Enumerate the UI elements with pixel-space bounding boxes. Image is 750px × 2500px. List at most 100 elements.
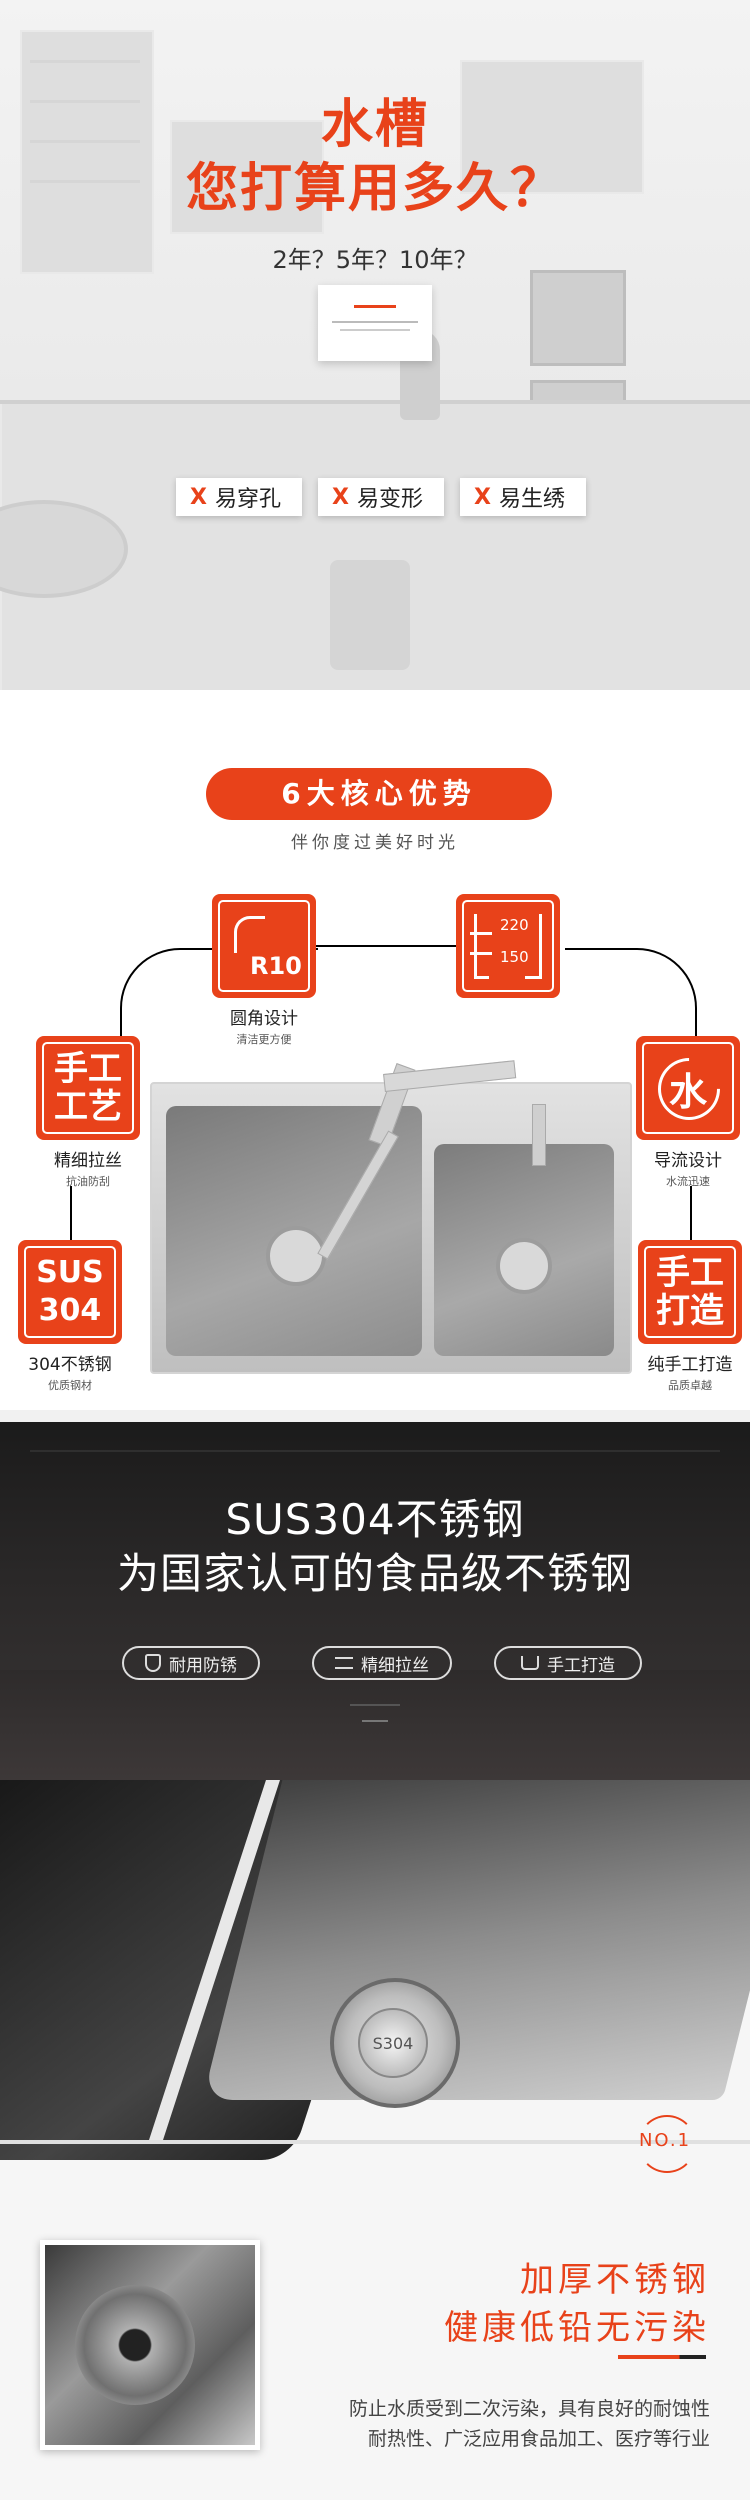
feature-caption: 精细拉丝 抗油防刮 bbox=[8, 1146, 168, 1189]
cross-icon: X bbox=[190, 484, 207, 510]
corner-icon bbox=[234, 916, 265, 953]
feature-subtitle: 清洁更方便 bbox=[236, 1033, 292, 1046]
feature-icon-frame: SUS 304 bbox=[24, 1246, 116, 1338]
advantages-banner: 6大核心优势 bbox=[206, 768, 552, 820]
kitchen-window bbox=[20, 30, 154, 274]
feature-caption: 纯手工打造 品质卓越 bbox=[610, 1350, 750, 1393]
badge-rustproof: 耐用防锈 bbox=[122, 1646, 260, 1680]
hero-section: 水槽 您打算用多久？ 2年？5年？10年？ X 易穿孔 X 易变形 X 易生绣 bbox=[0, 0, 750, 690]
cross-icon: X bbox=[332, 484, 349, 510]
handcraft-label: 手工 工艺 bbox=[54, 1049, 122, 1127]
feature-icon-frame: 220 150 bbox=[462, 900, 554, 992]
material-title-2: 为国家认可的食品级不锈钢 bbox=[116, 1549, 633, 1598]
depth-gauge-icon bbox=[474, 914, 489, 979]
sus304-label: SUS 304 bbox=[36, 1255, 104, 1328]
feature-subtitle: 优质钢材 bbox=[48, 1379, 92, 1392]
badge-label: 精细拉丝 bbox=[361, 1655, 429, 1676]
lines-icon bbox=[335, 1657, 353, 1669]
section-gap bbox=[0, 1410, 750, 1422]
vase bbox=[330, 560, 410, 670]
water-label: 水 bbox=[668, 1069, 707, 1114]
feature-icon-frame: 水 bbox=[642, 1042, 734, 1134]
blind-line bbox=[30, 60, 140, 63]
connector-line bbox=[70, 1186, 72, 1246]
con-label: 易变形 bbox=[356, 487, 423, 512]
cabinet-upper bbox=[170, 120, 324, 234]
feature-title: 圆角设计 bbox=[230, 1009, 298, 1029]
con-pill-rust: X 易生绣 bbox=[460, 478, 586, 516]
shield-icon bbox=[145, 1654, 161, 1672]
depth-bottom: 150 bbox=[500, 948, 529, 966]
microwave bbox=[530, 270, 626, 366]
cross-icon: X bbox=[474, 484, 491, 510]
connector-line bbox=[565, 948, 697, 1100]
drain-icon: S304 bbox=[330, 1978, 460, 2108]
feature-caption: 304不锈钢 优质钢材 bbox=[0, 1350, 150, 1393]
feature-subtitle: 品质卓越 bbox=[668, 1379, 712, 1392]
feature-title-2: 健康低铅无污染 bbox=[444, 2308, 710, 2348]
feature-icon-frame: R10 bbox=[218, 900, 310, 992]
gauge-tick bbox=[470, 932, 492, 935]
advantages-subtitle: 伴你度过美好时光 bbox=[291, 833, 459, 853]
card-text-line bbox=[332, 321, 418, 323]
accent-bar bbox=[618, 2355, 706, 2359]
card-text-line bbox=[340, 329, 410, 331]
handmade-label: 手工 打造 bbox=[656, 1253, 724, 1331]
hero-card bbox=[318, 285, 432, 361]
r10-label: R10 bbox=[250, 952, 302, 980]
drain-icon bbox=[266, 1226, 326, 1286]
mini-logo-line bbox=[362, 1720, 388, 1722]
blind-line bbox=[30, 180, 140, 183]
feature-icon-handcraft: 手工 工艺 bbox=[36, 1036, 140, 1140]
cabinet-upper bbox=[460, 60, 644, 194]
badge-brushed: 精细拉丝 bbox=[312, 1646, 452, 1680]
rim-edge bbox=[0, 2140, 750, 2144]
feature-subtitle: 抗油防刮 bbox=[66, 1175, 110, 1188]
feature-title: 导流设计 bbox=[654, 1151, 722, 1171]
basin-icon bbox=[521, 1656, 539, 1670]
material-title-1: SUS304不锈钢 bbox=[225, 1495, 525, 1544]
sink-product-image bbox=[150, 1060, 632, 1374]
feature-icon-frame: 手工 打造 bbox=[644, 1246, 736, 1338]
feature-icon-round-corner: R10 bbox=[212, 894, 316, 998]
hero-subtitle: 2年？5年？10年？ bbox=[272, 246, 478, 274]
feature-title-1: 加厚不锈钢 bbox=[520, 2260, 710, 2300]
basin-wall bbox=[525, 914, 542, 979]
steel-coil-photo bbox=[40, 2240, 260, 2450]
feature-desc-2: 耐热性、广泛应用食品加工、医疗等行业 bbox=[367, 2428, 710, 2450]
badge-handmade: 手工打造 bbox=[494, 1646, 642, 1680]
feature-icon-depth: 220 150 bbox=[456, 894, 560, 998]
connector-line bbox=[264, 945, 456, 947]
badge-label: 手工打造 bbox=[547, 1655, 615, 1676]
blind-line bbox=[30, 140, 140, 143]
con-pill-perforation: X 易穿孔 bbox=[176, 478, 302, 516]
hero-title-1: 水槽 bbox=[320, 95, 429, 155]
gauge-tick bbox=[470, 952, 492, 955]
drain-icon bbox=[496, 1238, 552, 1294]
con-label: 易穿孔 bbox=[214, 487, 281, 512]
feature-title: 304不锈钢 bbox=[28, 1355, 112, 1375]
mini-logo-text bbox=[350, 1704, 400, 1706]
sink-basin-right bbox=[434, 1144, 614, 1356]
no1-ring-icon bbox=[638, 2115, 696, 2173]
feature-desc-1: 防止水质受到二次污染，具有良好的耐蚀性 bbox=[348, 2398, 710, 2420]
feature-title: 精细拉丝 bbox=[54, 1151, 122, 1171]
connector-line bbox=[690, 1186, 692, 1246]
no1-badge: NO.1 bbox=[638, 2130, 692, 2151]
depth-top: 220 bbox=[500, 916, 529, 934]
counter-edge bbox=[0, 400, 750, 404]
feature-no1-section: S304 NO.1 bbox=[0, 1780, 750, 2500]
cabinet-shadow bbox=[0, 1670, 750, 1780]
feature-caption: 圆角设计 清洁更方便 bbox=[184, 1004, 344, 1047]
material-section bbox=[0, 1410, 750, 1780]
feature-caption: 导流设计 水流迅速 bbox=[608, 1146, 750, 1189]
feature-subtitle: 水流迅速 bbox=[666, 1175, 710, 1188]
feature-icon-sus304: SUS 304 bbox=[18, 1240, 122, 1344]
soap-dispenser bbox=[532, 1104, 546, 1166]
con-pill-deformation: X 易变形 bbox=[318, 478, 444, 516]
feature-title: 纯手工打造 bbox=[647, 1355, 733, 1375]
con-label: 易生绣 bbox=[498, 487, 565, 512]
divider bbox=[30, 1450, 720, 1452]
badge-label: 耐用防锈 bbox=[169, 1655, 237, 1676]
blind-line bbox=[30, 100, 140, 103]
